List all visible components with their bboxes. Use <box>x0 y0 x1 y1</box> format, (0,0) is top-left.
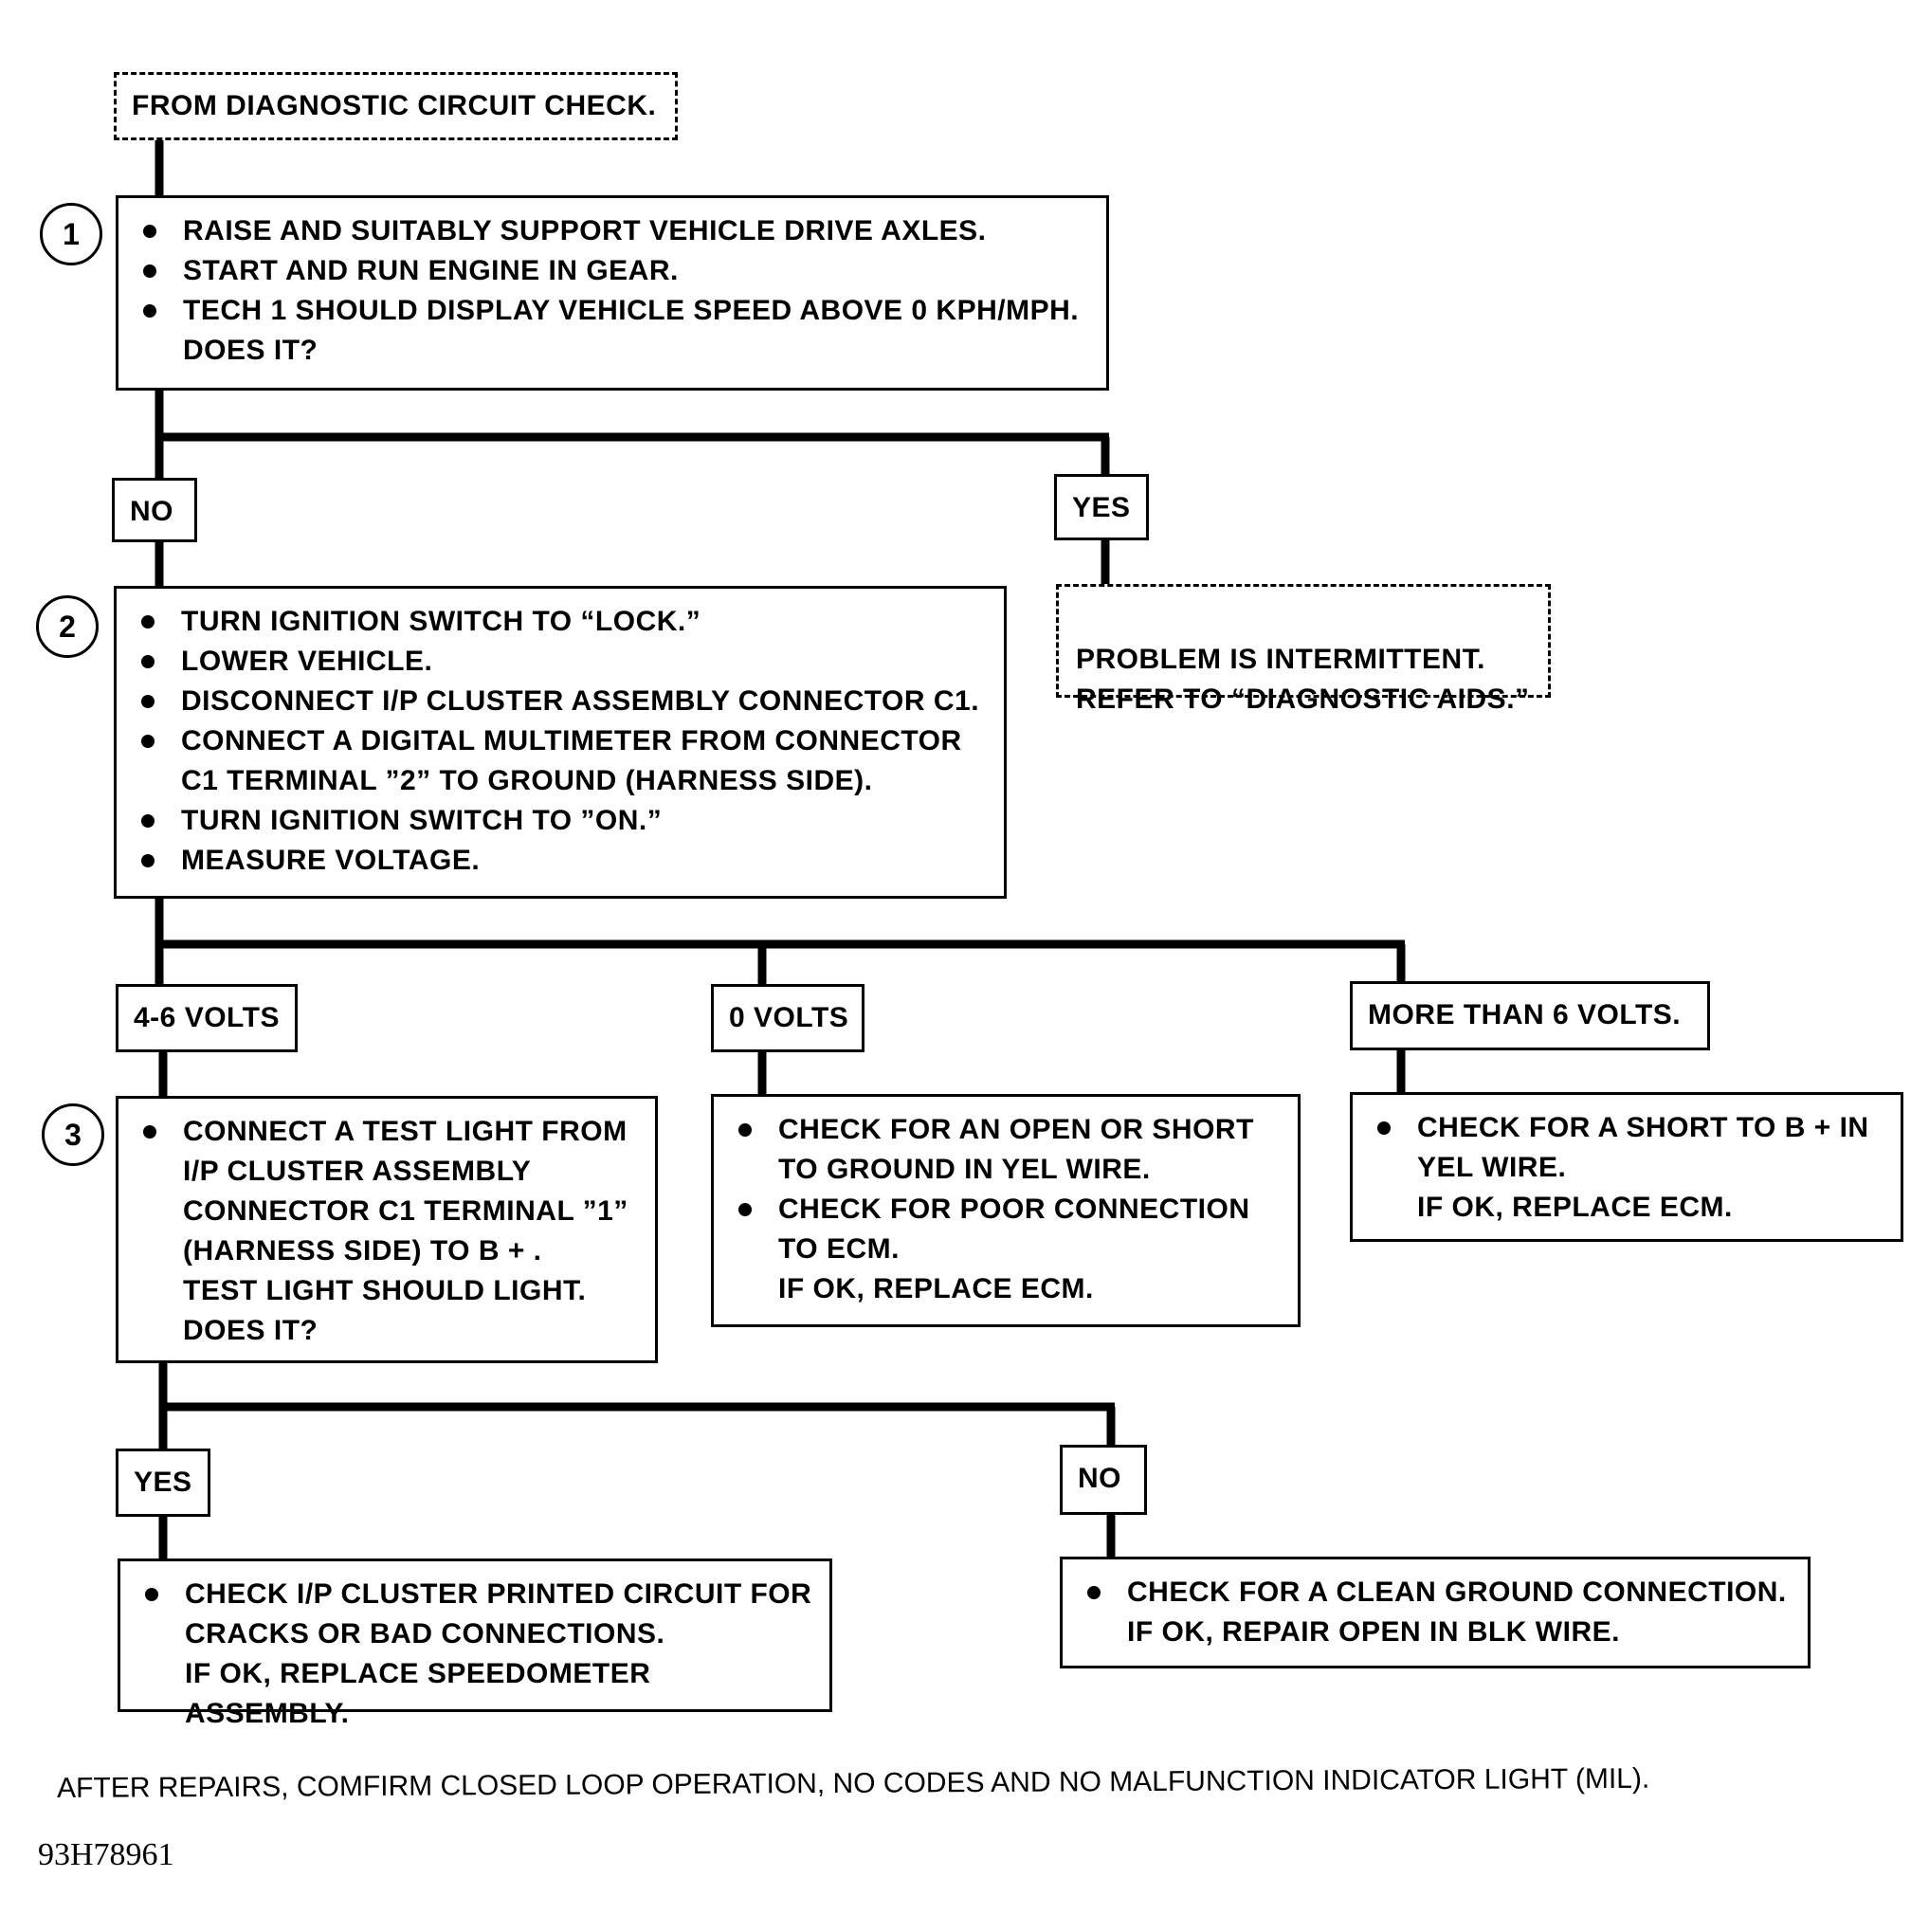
branch-label-step3-yes: YES <box>116 1449 210 1517</box>
zero-volts-bullet: CHECK FOR POOR CONNECTION TO ECM. <box>733 1190 1281 1269</box>
step-2-box: TURN IGNITION SWITCH TO “LOCK.” LOWER VE… <box>114 586 1007 899</box>
test-light-no-list: CHECK FOR A CLEAN GROUND CONNECTION. <box>1063 1559 1808 1613</box>
more-than-6-note: IF OK, REPLACE ECM. <box>1417 1192 1733 1223</box>
test-light-yes-outcome-box: CHECK I/P CLUSTER PRINTED CIRCUIT FOR CR… <box>118 1558 832 1729</box>
intermittent-box: PROBLEM IS INTERMITTENT. REFER TO “DIAGN… <box>1056 584 1551 715</box>
step-1-bullet: START AND RUN ENGINE IN GEAR. <box>137 251 1089 291</box>
zero-volts-list: CHECK FOR AN OPEN OR SHORT TO GROUND IN … <box>714 1097 1298 1269</box>
test-light-no-note: IF OK, REPAIR OPEN IN BLK WIRE. <box>1127 1616 1620 1648</box>
intermittent-text: PROBLEM IS INTERMITTENT. REFER TO “DIAGN… <box>1076 644 1530 715</box>
branch-label-no: NO <box>112 478 197 542</box>
zero-volts-bullet: CHECK FOR AN OPEN OR SHORT TO GROUND IN … <box>733 1110 1281 1190</box>
branch-label-0-volts: 0 VOLTS <box>711 984 864 1052</box>
step-1-box: RAISE AND SUITABLY SUPPORT VEHICLE DRIVE… <box>116 195 1109 391</box>
test-light-no-bullet: CHECK FOR A CLEAN GROUND CONNECTION. <box>1082 1573 1791 1613</box>
step-3-list: CONNECT A TEST LIGHT FROM I/P CLUSTER AS… <box>118 1099 655 1364</box>
step-1-list: RAISE AND SUITABLY SUPPORT VEHICLE DRIVE… <box>118 198 1106 384</box>
branch-label-step3-no: NO <box>1060 1445 1147 1515</box>
step-2-bullet: CONNECT A DIGITAL MULTIMETER FROM CONNEC… <box>136 721 987 801</box>
branch-more6-text: MORE THAN 6 VOLTS. <box>1368 999 1682 1030</box>
step-2-bullet: TURN IGNITION SWITCH TO “LOCK.” <box>136 602 987 642</box>
step-1-bullet: RAISE AND SUITABLY SUPPORT VEHICLE DRIVE… <box>137 211 1089 251</box>
start-box: FROM DIAGNOSTIC CIRCUIT CHECK. <box>114 72 678 140</box>
branch-label-more-than-6-volts: MORE THAN 6 VOLTS. <box>1350 981 1710 1050</box>
branch-no-text: NO <box>130 496 173 527</box>
more-than-6-outcome-box: CHECK FOR A SHORT TO B + IN YEL WIRE. IF… <box>1350 1092 1903 1242</box>
zero-volts-outcome-box: CHECK FOR AN OPEN OR SHORT TO GROUND IN … <box>711 1094 1301 1327</box>
test-light-no-outcome-box: CHECK FOR A CLEAN GROUND CONNECTION. IF … <box>1060 1557 1811 1668</box>
branch-step3-no-text: NO <box>1078 1463 1121 1494</box>
step-2-list: TURN IGNITION SWITCH TO “LOCK.” LOWER VE… <box>117 589 1004 894</box>
test-light-yes-list: CHECK I/P CLUSTER PRINTED CIRCUIT FOR CR… <box>120 1561 829 1654</box>
step-2-number: 2 <box>59 609 76 644</box>
more-than-6-list: CHECK FOR A SHORT TO B + IN YEL WIRE. <box>1353 1095 1901 1188</box>
step-1-number: 1 <box>63 216 80 251</box>
branch-yes-text: YES <box>1072 492 1131 523</box>
branch-4-6-text: 4-6 VOLTS <box>134 1002 280 1033</box>
test-light-yes-bullet: CHECK I/P CLUSTER PRINTED CIRCUIT FOR CR… <box>139 1575 812 1654</box>
branch-label-yes: YES <box>1054 474 1149 540</box>
step-2-bullet: MEASURE VOLTAGE. <box>136 841 987 881</box>
more-than-6-bullet: CHECK FOR A SHORT TO B + IN YEL WIRE. <box>1372 1108 1884 1188</box>
step-3-number: 3 <box>64 1117 82 1152</box>
zero-volts-note: IF OK, REPLACE ECM. <box>778 1273 1094 1304</box>
branch-0v-text: 0 VOLTS <box>729 1002 849 1033</box>
branch-step3-yes-text: YES <box>134 1467 192 1498</box>
step-2-bullet: LOWER VEHICLE. <box>136 642 987 682</box>
start-text: FROM DIAGNOSTIC CIRCUIT CHECK. <box>132 90 657 121</box>
step-2-bullet: DISCONNECT I/P CLUSTER ASSEMBLY CONNECTO… <box>136 682 987 721</box>
step-1-bullet: TECH 1 SHOULD DISPLAY VEHICLE SPEED ABOV… <box>137 291 1089 371</box>
step-3-box: CONNECT A TEST LIGHT FROM I/P CLUSTER AS… <box>116 1096 658 1363</box>
branch-label-4-6-volts: 4-6 VOLTS <box>116 984 298 1052</box>
step-3-bullet: CONNECT A TEST LIGHT FROM I/P CLUSTER AS… <box>137 1112 638 1351</box>
step-2-bullet: TURN IGNITION SWITCH TO ”ON.” <box>136 801 987 841</box>
step-3-marker: 3 <box>42 1103 104 1166</box>
figure-id: 93H78961 <box>38 1837 174 1872</box>
test-light-yes-note: IF OK, REPLACE SPEEDOMETER ASSEMBLY. <box>185 1658 651 1729</box>
step-2-marker: 2 <box>36 595 99 658</box>
step-1-marker: 1 <box>40 203 102 265</box>
